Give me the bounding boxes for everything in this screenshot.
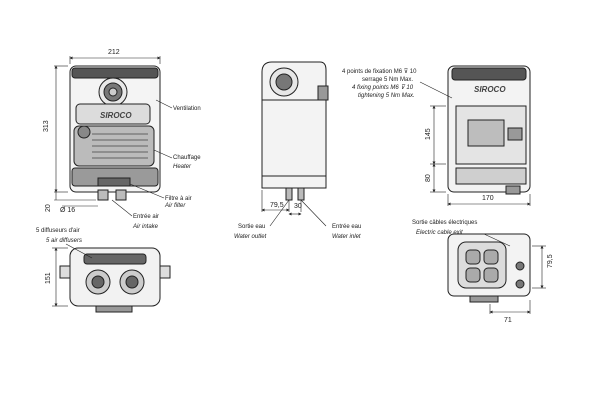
side-dimension-lines bbox=[261, 190, 327, 227]
dim-side-30: 30 bbox=[294, 203, 302, 210]
front-view bbox=[69, 65, 161, 201]
label-air-diffusers: 5 air diffusers bbox=[46, 238, 82, 244]
dim-front-height: 313 bbox=[43, 120, 50, 132]
label-entree-air: Entrée air bbox=[133, 214, 159, 220]
label-heater: Heater bbox=[173, 164, 192, 170]
brand-logo-rear: SIROCO bbox=[474, 85, 506, 94]
front-leader-lines bbox=[111, 99, 173, 217]
label-fixation-en-2: tightening 5 Nm Max. bbox=[358, 93, 415, 99]
dim-side-795: 79,5 bbox=[270, 202, 284, 209]
label-electric-cable-exit: Electric cable exit bbox=[416, 230, 463, 236]
diffuser-view bbox=[59, 247, 171, 313]
label-sortie-eau: Sortie eau bbox=[238, 224, 265, 230]
label-sortie-cables: Sortie câbles électriques bbox=[412, 220, 477, 226]
dim-small-795: 79,5 bbox=[547, 254, 554, 268]
label-air-filter: Air filter bbox=[164, 203, 186, 209]
rear-dimension-lines bbox=[419, 81, 531, 206]
label-diffuseurs: 5 diffuseurs d'air bbox=[36, 228, 80, 234]
front-dimension-lines bbox=[54, 56, 161, 207]
diffuser-dimension-lines bbox=[52, 243, 93, 307]
label-water-inlet: Water inlet bbox=[332, 234, 361, 240]
dim-front-width: 212 bbox=[108, 49, 120, 56]
label-air-intake: Air intake bbox=[132, 224, 159, 230]
label-fixation-fr-1: 4 points de fixation M6 ⊽ 10 bbox=[342, 68, 417, 75]
label-fixation-fr-2: serrage 5 Nm Max. bbox=[362, 77, 413, 83]
label-fixation-en-1: 4 fixing points M6 ⊽ 10 bbox=[352, 84, 414, 91]
brand-logo-front: SIROCO bbox=[100, 111, 132, 120]
dim-top-height: 151 bbox=[45, 272, 52, 284]
dim-right-width: 170 bbox=[482, 195, 494, 202]
label-ventilation: Ventilation bbox=[173, 106, 201, 112]
label-filtre: Filtre à air bbox=[165, 196, 192, 202]
dim-diameter: Ø 16 bbox=[60, 207, 75, 214]
cable-dimension-lines bbox=[483, 233, 546, 314]
rear-view bbox=[447, 65, 531, 195]
side-view bbox=[261, 61, 329, 201]
dim-right-145: 145 bbox=[425, 128, 432, 140]
label-water-outlet: Water outlet bbox=[234, 234, 267, 240]
dim-right-80: 80 bbox=[425, 174, 432, 182]
dim-base-height: 20 bbox=[45, 204, 52, 212]
cable-exit-view bbox=[447, 233, 531, 303]
label-chauffage: Chauffage bbox=[173, 155, 201, 161]
dim-small-71: 71 bbox=[504, 317, 512, 324]
label-entree-eau: Entrée eau bbox=[332, 224, 361, 230]
